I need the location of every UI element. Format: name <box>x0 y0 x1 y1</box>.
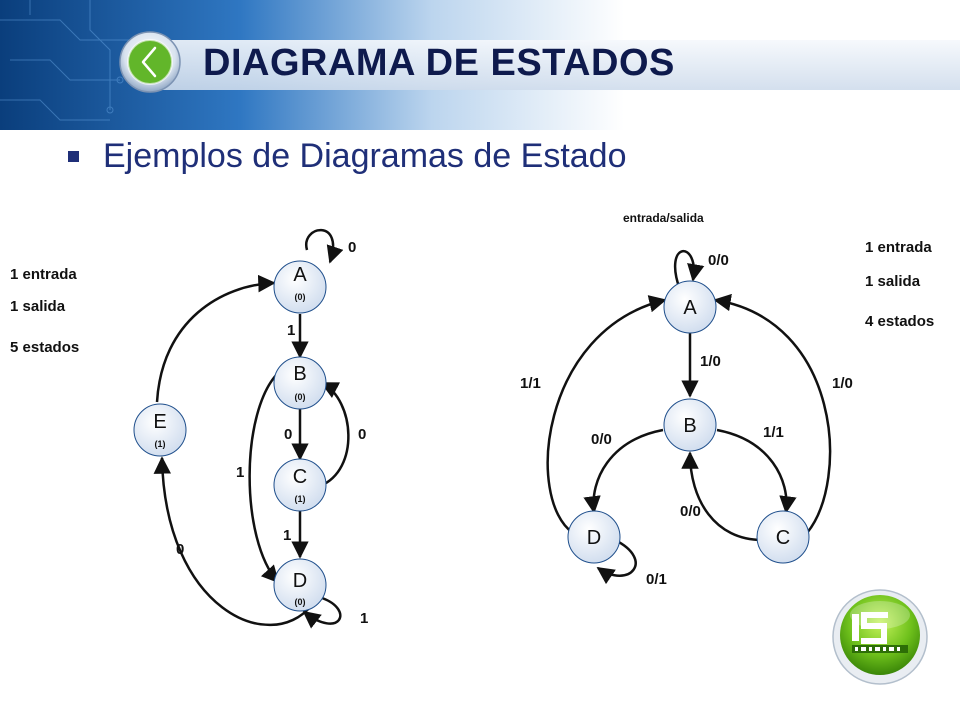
left-state-a-name: A <box>293 264 307 286</box>
right-state-b-circle <box>663 398 717 452</box>
right-c-to-a-label: 1/0 <box>832 375 853 392</box>
left-d-to-e-arrow <box>153 456 312 627</box>
right-d-self-loop <box>596 538 637 585</box>
left-info-states: 5 estados <box>10 339 79 356</box>
right-info-states: 4 estados <box>865 313 934 330</box>
right-a-to-b-label: 1/0 <box>700 353 721 370</box>
left-state-e-circle <box>133 403 187 457</box>
right-d-self-label: 0/1 <box>646 571 667 588</box>
right-state-d: D <box>567 510 621 564</box>
right-b-to-d-arrow <box>583 428 664 514</box>
page-title: DIAGRAMA DE ESTADOS <box>203 42 675 84</box>
right-b-to-c-label: 1/1 <box>763 424 784 441</box>
right-state-d-name: D <box>587 527 601 549</box>
left-b-to-d-label: 1 <box>236 464 244 481</box>
subtitle-bullet: Ejemplos de Diagramas de Estado <box>68 137 627 176</box>
left-state-e: E (1) <box>133 403 187 457</box>
left-b-to-d-arrow <box>248 371 280 584</box>
left-c-to-d-label: 1 <box>283 527 291 544</box>
left-info-inputs: 1 entrada <box>10 266 77 283</box>
right-state-c-circle <box>756 510 810 564</box>
right-state-a-name: A <box>683 297 697 319</box>
left-state-b: B (0) <box>273 356 327 410</box>
left-a-self-loop <box>305 228 344 264</box>
left-state-a: A (0) <box>273 260 327 314</box>
right-info-outputs: 1 salida <box>865 273 921 290</box>
right-a-self-loop <box>673 250 705 291</box>
left-state-a-circle <box>273 260 327 314</box>
right-state-c-name: C <box>776 527 790 549</box>
logo-icon <box>832 589 928 685</box>
right-b-to-c-arrow <box>716 428 797 514</box>
left-state-c: C (1) <box>273 458 327 512</box>
right-d-to-a-arrow <box>546 295 667 535</box>
left-c-to-b-label: 0 <box>358 426 366 443</box>
left-state-c-output: (1) <box>295 494 306 504</box>
right-state-a: A <box>663 280 717 334</box>
right-d-to-a-label: 1/1 <box>520 375 541 392</box>
header-banner <box>0 0 960 130</box>
left-state-d-circle <box>273 558 327 612</box>
left-e-to-a-arrow <box>155 274 276 403</box>
left-d-self-loop <box>302 596 342 629</box>
left-d-to-e-label: 0 <box>176 541 184 558</box>
left-c-to-b-arrow <box>319 381 350 488</box>
left-state-d: D (0) <box>273 558 327 612</box>
right-state-b: B <box>663 398 717 452</box>
left-d-self-label: 1 <box>360 610 368 627</box>
left-a-to-b-label: 1 <box>287 322 295 339</box>
left-state-b-circle <box>273 356 327 410</box>
left-state-a-output: (0) <box>295 292 306 302</box>
right-b-to-d-label: 0/0 <box>591 431 612 448</box>
right-state-d-circle <box>567 510 621 564</box>
right-diagram: A B C D entrada/salida 0/0 1/0 1/1 1/0 0… <box>520 211 934 588</box>
left-a-self-label: 0 <box>348 239 356 256</box>
left-state-d-output: (0) <box>295 597 306 607</box>
right-state-c: C <box>756 510 810 564</box>
left-state-d-name: D <box>293 570 307 592</box>
left-b-to-c-label: 0 <box>284 426 292 443</box>
left-state-e-output: (1) <box>155 439 166 449</box>
right-c-to-a-arrow <box>713 293 832 534</box>
right-a-self-label: 0/0 <box>708 252 729 269</box>
left-info-outputs: 1 salida <box>10 298 66 315</box>
left-state-e-name: E <box>153 411 166 433</box>
left-state-b-name: B <box>293 363 306 385</box>
right-state-b-name: B <box>683 415 696 437</box>
right-info-inputs: 1 entrada <box>865 239 932 256</box>
left-state-c-name: C <box>293 466 307 488</box>
left-state-b-output: (0) <box>295 392 306 402</box>
bullet-icon <box>68 151 79 162</box>
right-c-to-b-label: 0/0 <box>680 503 701 520</box>
right-state-a-circle <box>663 280 717 334</box>
left-diagram: A (0) B (0) C (1) D (0) E (1) 0 1 0 0 1 … <box>10 228 368 629</box>
right-c-to-b-arrow <box>681 451 763 542</box>
subtitle: Ejemplos de Diagramas de Estado <box>103 137 627 175</box>
right-io-header: entrada/salida <box>623 211 704 225</box>
left-state-c-circle <box>273 458 327 512</box>
